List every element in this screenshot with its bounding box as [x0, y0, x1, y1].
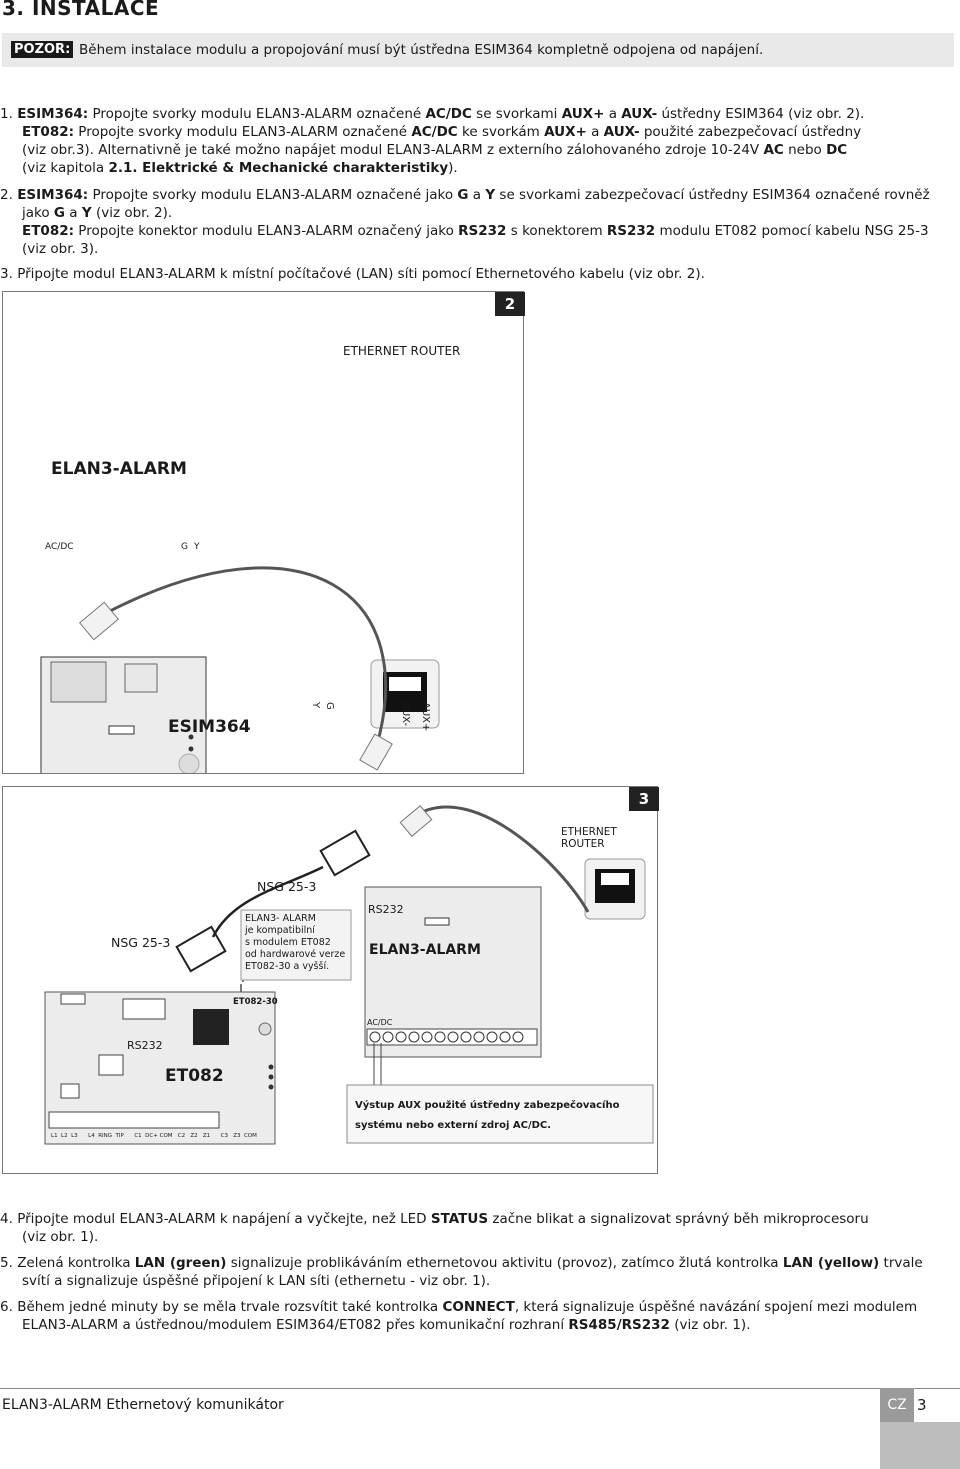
step-1-line-4: (viz kapitola 2.1. Elektrické & Mechanic… [22, 160, 458, 176]
step-5-line-2: svítí a signalizuje úspěšné připojení k … [22, 1273, 491, 1289]
g-label-fig2: G [181, 542, 188, 552]
step-6-line-1: 6. Během jedné minuty by se měla trvale … [0, 1299, 918, 1315]
step-1-line-1: 1. ESIM364: Propojte svorky modulu ELAN3… [0, 106, 865, 122]
router-label-fig3: ETHERNET ROUTER [561, 826, 617, 850]
esim-auxp-label: AUX+ [420, 702, 431, 732]
esim-y-label: Y [310, 702, 321, 709]
rs232-et082-label: RS232 [127, 1039, 163, 1052]
figure-3-drawing [44, 805, 654, 1145]
esim364-label: ESIM364 [168, 717, 251, 737]
footer-divider [0, 1388, 960, 1389]
warning-box: POZOR: Během instalace modulu a propojov… [2, 33, 954, 67]
elan3-label-fig2: ELAN3-ALARM [51, 459, 187, 479]
section-heading: 3. INSTALACE [2, 0, 160, 20]
nsg-top-label: NSG 25-3 [257, 879, 317, 894]
aux-note-box [346, 1084, 654, 1144]
router-label-fig2: ETHERNET ROUTER [343, 344, 461, 358]
et082-label: ET082 [165, 1066, 224, 1086]
figure-3-number: 3 [629, 787, 659, 811]
step-2-line-4: (viz obr. 3). [22, 241, 99, 257]
step-6-line-2: ELAN3-ALARM a ústřednou/modulem ESIM364/… [22, 1317, 751, 1333]
footer-language-badge: CZ [880, 1388, 914, 1422]
compatibility-note: ELAN3- ALARM je kompatibilní s modulem E… [245, 913, 346, 972]
step-2-line-3: ET082: Propojte konektor modulu ELAN3-AL… [22, 223, 929, 239]
nsg-cable [211, 865, 324, 938]
et082-version-label: ET082-30 [233, 997, 278, 1007]
acdc-label-fig3: AC/DC [367, 1018, 393, 1027]
warning-tag: POZOR: [11, 41, 74, 58]
step-3: 3. Připojte modul ELAN3-ALARM k místní p… [0, 266, 705, 282]
rs232-module-label: RS232 [368, 903, 404, 916]
y-label-fig2: Y [194, 542, 200, 552]
figure-3: 3 [2, 786, 659, 1174]
step-1-line-3: (viz obr.3). Alternativně je také možno … [22, 142, 848, 158]
figure-2-number: 2 [495, 292, 525, 316]
compatibility-note-box [240, 909, 352, 981]
footer-page-number: 3 [917, 1396, 927, 1414]
aux-note-line-1: Výstup AUX použité ústředny zabezpečovac… [355, 1100, 620, 1111]
step-4-line-1: 4. Připojte modul ELAN3-ALARM k napájení… [0, 1211, 869, 1227]
figure-2: 2 [2, 291, 525, 774]
step-2-line-2: jako G a Y (viz obr. 2). [22, 205, 173, 221]
esim-g-label: G [324, 702, 335, 710]
acdc-label-fig2: AC/DC [45, 542, 74, 552]
ethernet-cable-fig2 [107, 566, 387, 753]
footer-grey-block [880, 1422, 960, 1469]
step-2-line-1: 2. ESIM364: Propojte svorky modulu ELAN3… [0, 187, 930, 203]
step-1-line-2: ET082: Propojte svorky modulu ELAN3-ALAR… [22, 124, 862, 140]
esim-auxm-label: AUX- [400, 702, 411, 727]
et082-terminal-labels: L1 L2 L3 L4 RING TIP C1 DC+ COM C2 Z2 Z1… [51, 1133, 257, 1139]
step-4-line-2: (viz obr. 1). [22, 1229, 99, 1245]
warning-text: Během instalace modulu a propojování mus… [79, 42, 764, 58]
et082-chip [193, 1009, 229, 1045]
aux-note-line-2: systému nebo externí zdroj AC/DC. [355, 1120, 552, 1131]
nsg-left-label: NSG 25-3 [111, 935, 171, 950]
step-5-line-1: 5. Zelená kontrolka LAN (green) signaliz… [0, 1255, 923, 1271]
figure-2-drawing [40, 566, 440, 773]
footer-title: ELAN3-ALARM Ethernetový komunikátor [2, 1397, 284, 1413]
rj45-module-fig2 [50, 661, 107, 703]
elan3-label-fig3: ELAN3-ALARM [369, 942, 481, 958]
